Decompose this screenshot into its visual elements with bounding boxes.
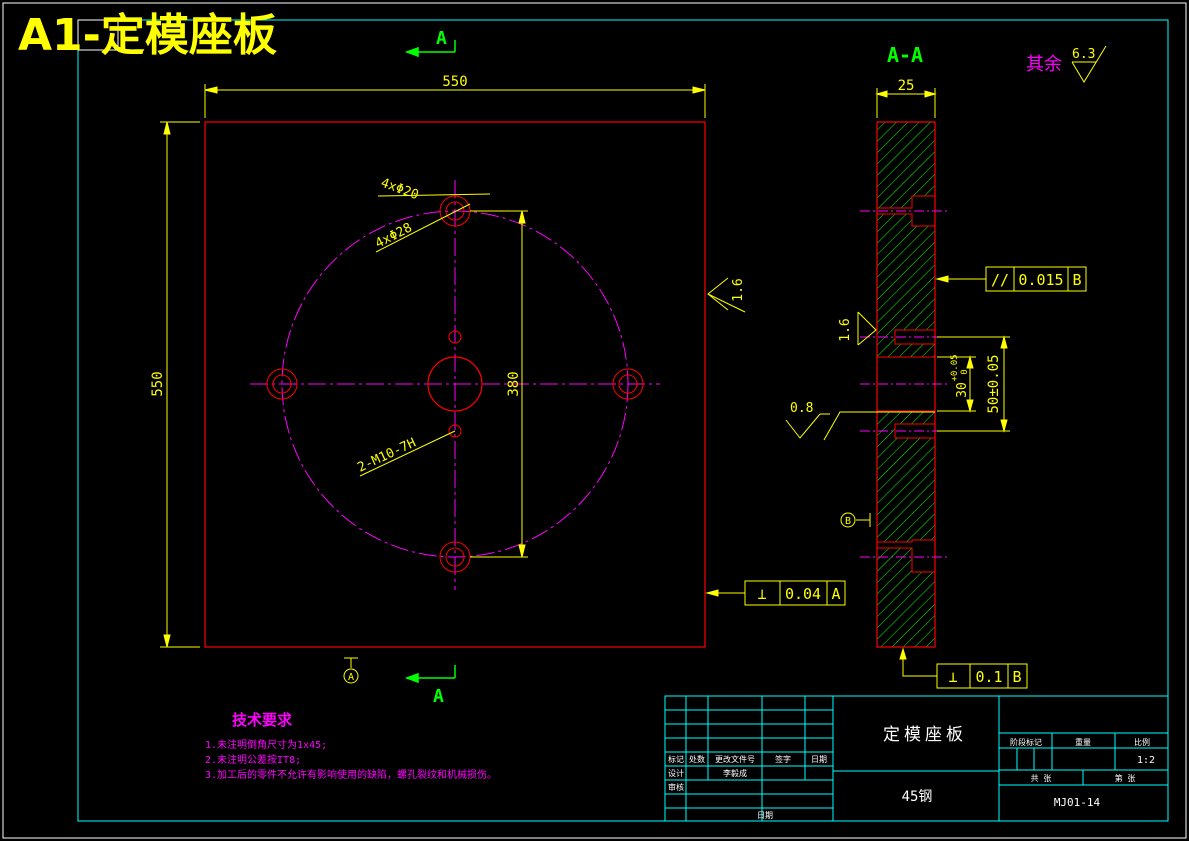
title-block [664,695,1169,822]
bore-dimension [937,355,976,413]
perp-front-datum: A [831,585,840,603]
threaded-hole [448,424,462,438]
sheet-no: 第 张 [1115,773,1136,783]
roughness-symbol [707,277,746,313]
front-view: 550 550 380 4xΦ20 4xΦ28 2-M10-7H 1.6 [150,28,846,707]
section-view-label: A-A [887,43,923,67]
perpendicularity-frame-front [705,580,846,606]
perp-section-datum: B [1012,668,1021,686]
rev-header: 更改文件号 [715,754,755,764]
date-label: 日期 [757,811,773,820]
counterbore-hole [266,368,298,400]
review-label: 审核 [668,782,684,792]
roughness-rest: 其余 6.3 [1026,45,1107,83]
parallelism-frame [935,266,1087,292]
width-dimension [204,84,706,118]
part-name: 定模座板 [883,725,967,745]
tech-item: 3.加工后的零件不允许有影响使用的缺陷，螺孔裂纹和机械损伤。 [205,768,497,781]
tech-requirements: 技术要求 1.未注明倒角尺寸为1x45; 2.未注明公差按IT8; 3.加工后的… [205,711,497,781]
section-view: A-A 25 [785,43,1087,689]
width-dim-text: 550 [442,74,467,90]
rev-header: 签字 [775,754,791,764]
perp-front-symbol: ⊥ [757,585,766,603]
designer-label: 设计 [668,768,684,778]
center-dim-text: 50±0.05 [986,354,1002,413]
bore-dim-text: 30 [955,382,970,398]
section-mark-top [404,40,456,58]
pcd-dim-text: 380 [506,371,522,396]
inner-border [77,19,1169,822]
sheets-total: 共 张 [1031,774,1052,783]
roughness-step-text: 0.8 [790,401,813,416]
sheet-corner-box [77,19,119,51]
roughness-symbol [1071,45,1107,83]
stage-header: 阶段标记 [1010,737,1042,747]
material: 45钢 [902,789,933,805]
threaded-hole [448,330,462,344]
section-centerlines [860,210,950,558]
sheet-title: A1-定模座板 [18,10,277,61]
roughness-left-text: 1.6 [838,318,853,341]
pitch-circle [281,210,629,558]
thread-note: 2-M10-7H [355,436,418,476]
roughness-symbol [785,411,935,441]
parallel-datum: B [1072,271,1081,289]
height-dimension [160,121,200,648]
section-mark-top-label: A [436,28,447,49]
hole-note-28: 4xΦ28 [373,220,415,251]
hole-leaders [359,193,491,477]
section-mark-bottom-label: A [433,686,444,707]
perp-section-symbol: ⊥ [948,668,957,686]
bore-tol-upper: +0.05 [950,354,960,381]
perp-front-value: 0.04 [785,585,821,603]
weight-header: 重量 [1075,737,1091,747]
scale-value: 1:2 [1137,755,1155,766]
roughness-symbol [857,311,877,346]
parallel-value: 0.015 [1018,271,1063,289]
tech-item: 1.未注明倒角尺寸为1x45; [205,738,327,751]
roughness-rest-label: 其余 [1026,54,1062,75]
designer-name: 李毅成 [723,768,747,778]
datum-b-symbol [840,512,871,528]
center-bore [427,356,483,412]
roughness-rest-value: 6.3 [1072,47,1095,62]
plate-outline [204,121,706,648]
thickness-dimension [875,88,937,118]
section-mark-bottom [404,665,456,684]
perp-section-value: 0.1 [975,668,1002,686]
counterbore-hole [612,368,644,400]
roughness-side-text: 1.6 [731,278,746,301]
bore-tol-lower: 0 [960,369,970,374]
datum-b-label: B [845,516,851,527]
rev-header: 处数 [689,754,705,764]
title-block-text: 标记 处数 更改文件号 签字 日期 设计 李毅成 审核 日期 定模座板 45钢 … [668,725,1155,820]
datum-a-symbol [343,657,359,684]
tech-item: 2.未注明公差按IT8; [205,753,301,766]
rev-header: 日期 [811,755,827,764]
pcd-dimension [470,210,528,558]
drawing-number: MJ01-14 [1054,796,1101,809]
rev-header: 标记 [668,754,684,764]
hole-note-20: 4xΦ20 [379,176,421,203]
center-dimension [937,335,1010,433]
datum-a-label: A [348,672,354,683]
scale-header: 比例 [1134,737,1150,747]
thickness-dim-text: 25 [898,78,915,94]
parallel-symbol: // [991,271,1009,289]
height-dim-text: 550 [150,371,166,396]
tech-title: 技术要求 [232,711,293,729]
perpendicularity-frame-section [899,647,1028,689]
